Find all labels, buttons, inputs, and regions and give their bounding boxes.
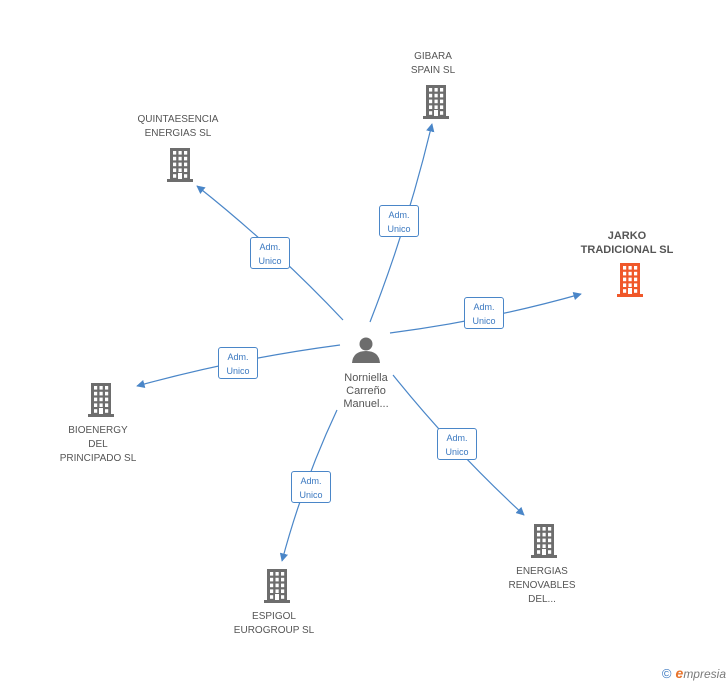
label-line: ESPIGOL: [252, 611, 296, 622]
brand-name: mpresia: [683, 667, 726, 681]
company-label-bioenergy[interactable]: BIOENERGY DEL PRINCIPADO SL: [60, 424, 137, 466]
footer-brand: ©empresia: [662, 665, 726, 681]
label-line: PRINCIPADO SL: [59, 453, 137, 464]
building-icon-bioenergy[interactable]: [88, 383, 114, 417]
role-text: Adm.: [227, 352, 249, 362]
label-line: ENERGIAS: [516, 566, 568, 577]
building-icon-quintaesencia[interactable]: [167, 148, 193, 182]
brand-initial: e: [675, 665, 684, 681]
label-line: DEL...: [528, 594, 556, 605]
role-text: Unico: [299, 490, 323, 500]
label-line: EUROGROUP SL: [233, 625, 315, 636]
label-line: TRADICIONAL SL: [580, 244, 674, 256]
label-line: Norniella: [344, 372, 388, 384]
role-text: Adm.: [388, 210, 410, 220]
label-line: SPAIN SL: [410, 65, 456, 76]
copyright-symbol: ©: [661, 666, 672, 681]
role-badge-espigol[interactable]: Adm. Unico: [291, 471, 331, 503]
building-icon-gibara[interactable]: [423, 85, 449, 119]
company-label-gibara[interactable]: GIBARA SPAIN SL: [411, 50, 455, 78]
company-label-quintaesencia[interactable]: QUINTAESENCIA ENERGIAS SL: [138, 113, 219, 141]
company-label-jarko[interactable]: JARKO TRADICIONAL SL: [581, 229, 674, 257]
building-icon-espigol[interactable]: [264, 569, 290, 603]
building-icon-jarko[interactable]: [617, 263, 643, 297]
role-text: Unico: [226, 366, 250, 376]
label-line: Manuel...: [343, 398, 389, 410]
role-text: Unico: [387, 224, 411, 234]
role-badge-energias[interactable]: Adm. Unico: [437, 428, 477, 460]
label-line: BIOENERGY: [68, 425, 128, 436]
company-label-energias[interactable]: ENERGIAS RENOVABLES DEL...: [508, 565, 575, 607]
role-text: Unico: [258, 256, 282, 266]
label-line: JARKO: [607, 230, 647, 242]
role-text: Adm.: [259, 242, 281, 252]
label-line: QUINTAESENCIA: [137, 114, 219, 125]
role-text: Adm.: [446, 433, 468, 443]
label-line: RENOVABLES: [508, 580, 576, 591]
label-line: GIBARA: [414, 51, 452, 62]
role-badge-jarko[interactable]: Adm. Unico: [464, 297, 504, 329]
label-line: Carreño: [346, 385, 386, 397]
role-badge-quintaesencia[interactable]: Adm. Unico: [250, 237, 290, 269]
label-line: DEL: [88, 439, 108, 450]
role-text: Adm.: [300, 476, 322, 486]
role-badge-gibara[interactable]: Adm. Unico: [379, 205, 419, 237]
person-icon[interactable]: [352, 337, 380, 364]
role-text: Unico: [445, 447, 469, 457]
role-badge-bioenergy[interactable]: Adm. Unico: [218, 347, 258, 379]
role-text: Unico: [472, 316, 496, 326]
building-icon-energias[interactable]: [531, 524, 557, 558]
company-label-espigol[interactable]: ESPIGOL EUROGROUP SL: [234, 610, 314, 638]
label-line: ENERGIAS SL: [144, 128, 212, 139]
role-text: Adm.: [473, 302, 495, 312]
